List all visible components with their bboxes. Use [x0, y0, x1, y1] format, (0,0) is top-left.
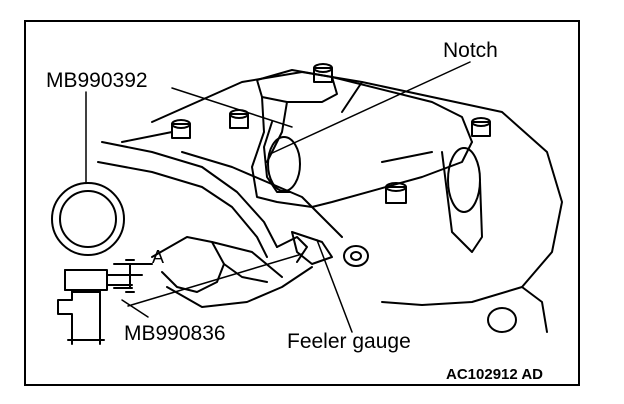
label-notch: Notch — [443, 39, 498, 62]
bearing-cap — [251, 69, 483, 253]
label-mb990392: MB990392 — [46, 69, 148, 92]
figure-frame: MB990392 Notch A MB990836 Feeler gauge A… — [24, 20, 580, 386]
bolts — [171, 63, 517, 333]
leader-lines — [85, 61, 471, 333]
mb990836-tool — [57, 269, 143, 345]
label-feeler-gauge: Feeler gauge — [287, 330, 411, 353]
label-mb990836: MB990836 — [124, 322, 226, 345]
dimension-a-marker — [113, 259, 153, 293]
label-dimension-a: A — [152, 247, 165, 267]
mb990392-ring-tool — [51, 182, 125, 256]
engine-illustration — [51, 61, 563, 345]
figure-code: AC102912 AD — [446, 366, 543, 383]
cylinder-head-outline — [121, 71, 563, 333]
